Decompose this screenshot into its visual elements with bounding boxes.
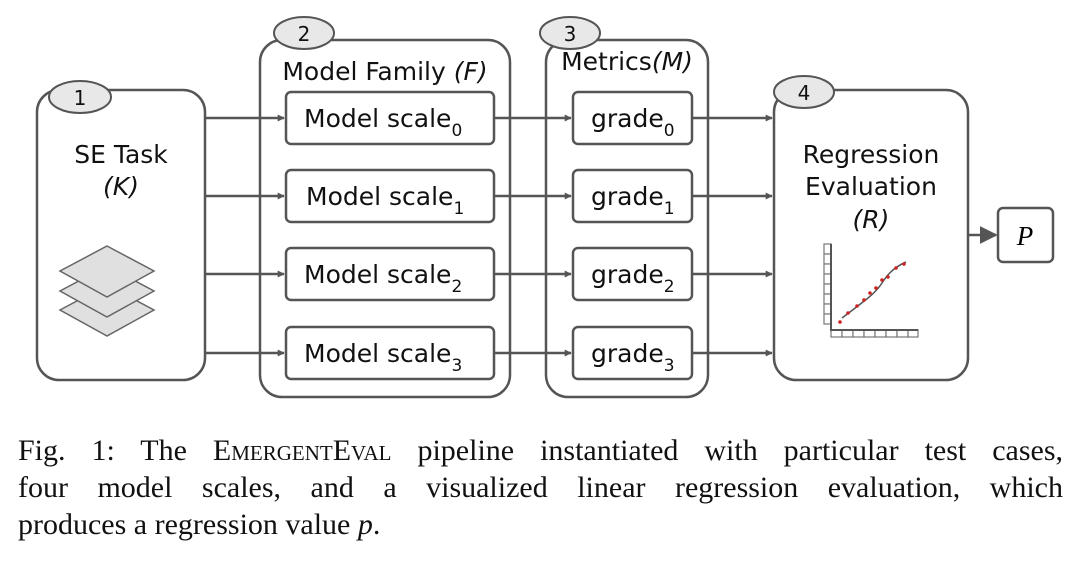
model-scale-subscript: 3 xyxy=(451,356,462,376)
caption-line-1: Fig. 1: The EmergentEval pipeline instan… xyxy=(18,434,1064,467)
badge-3: 3 xyxy=(539,16,601,50)
badge-3-label: 3 xyxy=(564,22,577,46)
arrows-task-to-models xyxy=(205,114,285,357)
figure-caption: Fig. 1: The EmergentEval pipeline instan… xyxy=(18,432,1063,543)
badge-4-label: 4 xyxy=(798,81,811,105)
grade-3: grade3 xyxy=(571,325,694,381)
model-family-title: Model Family (F) xyxy=(282,57,487,86)
svg-text:Model scale2: Model scale2 xyxy=(304,260,462,297)
grade-subscript: 2 xyxy=(664,277,675,297)
grade-subscript: 1 xyxy=(664,199,675,219)
model-scale-2: Model scale2 xyxy=(284,246,496,302)
model-scale-label: Model scale xyxy=(304,339,451,368)
arrows-models-to-grades xyxy=(494,114,572,357)
scatter-regression-icon xyxy=(823,243,919,338)
grade-0: grade0 xyxy=(571,90,694,146)
svg-text:Model scale1: Model scale1 xyxy=(306,182,464,219)
regression-title-line1: Regression xyxy=(803,140,940,169)
se-task-symbol: (K) xyxy=(103,172,139,201)
badge-4: 4 xyxy=(773,75,835,109)
output-p-label: P xyxy=(1016,221,1034,251)
badge-1: 1 xyxy=(48,80,112,114)
regression-title-line2: Evaluation xyxy=(805,172,937,201)
svg-text:Model scale3: Model scale3 xyxy=(304,339,462,376)
model-scale-label: Model scale xyxy=(304,260,451,289)
model-scale-0: Model scale0 xyxy=(284,90,496,146)
badge-2: 2 xyxy=(273,16,335,50)
svg-text:grade3: grade3 xyxy=(591,339,675,376)
metrics-title: Metrics(M) xyxy=(561,47,693,76)
regression-box: Regression Evaluation (R) xyxy=(772,88,970,382)
model-scale-subscript: 2 xyxy=(451,277,462,297)
badge-2-label: 2 xyxy=(298,22,311,46)
output-p-box: P xyxy=(996,206,1055,264)
svg-text:grade1: grade1 xyxy=(591,182,675,219)
arrows-grades-to-regression xyxy=(692,114,773,357)
grade-subscript: 0 xyxy=(664,121,675,141)
grade-label: grade xyxy=(591,260,664,289)
se-task-box: SE Task (K) xyxy=(35,88,207,382)
badge-1-label: 1 xyxy=(74,86,87,110)
grade-1: grade1 xyxy=(571,168,694,224)
pipeline-diagram: SE Task (K) Model Family (F) Model scale… xyxy=(35,16,1055,399)
svg-text:grade2: grade2 xyxy=(591,260,675,297)
se-task-title: SE Task xyxy=(74,140,168,169)
model-scale-1: Model scale1 xyxy=(284,168,496,224)
caption-line-2: four model scales, and a visualized line… xyxy=(18,471,1063,504)
grade-label: grade xyxy=(591,339,664,368)
model-scale-subscript: 0 xyxy=(451,121,462,141)
model-scale-3: Model scale3 xyxy=(284,325,496,381)
model-scale-subscript: 1 xyxy=(453,199,464,219)
caption-line-3: produces a regression value p. xyxy=(18,508,381,541)
regression-symbol: (R) xyxy=(853,205,890,234)
svg-text:Model scale0: Model scale0 xyxy=(304,104,462,141)
svg-text:grade0: grade0 xyxy=(591,104,675,141)
grade-subscript: 3 xyxy=(664,356,675,376)
model-scale-label: Model scale xyxy=(304,104,451,133)
grade-label: grade xyxy=(591,104,664,133)
grade-label: grade xyxy=(591,182,664,211)
stacked-layers-icon xyxy=(58,245,156,337)
model-scale-label: Model scale xyxy=(306,182,453,211)
grade-2: grade2 xyxy=(571,246,694,302)
